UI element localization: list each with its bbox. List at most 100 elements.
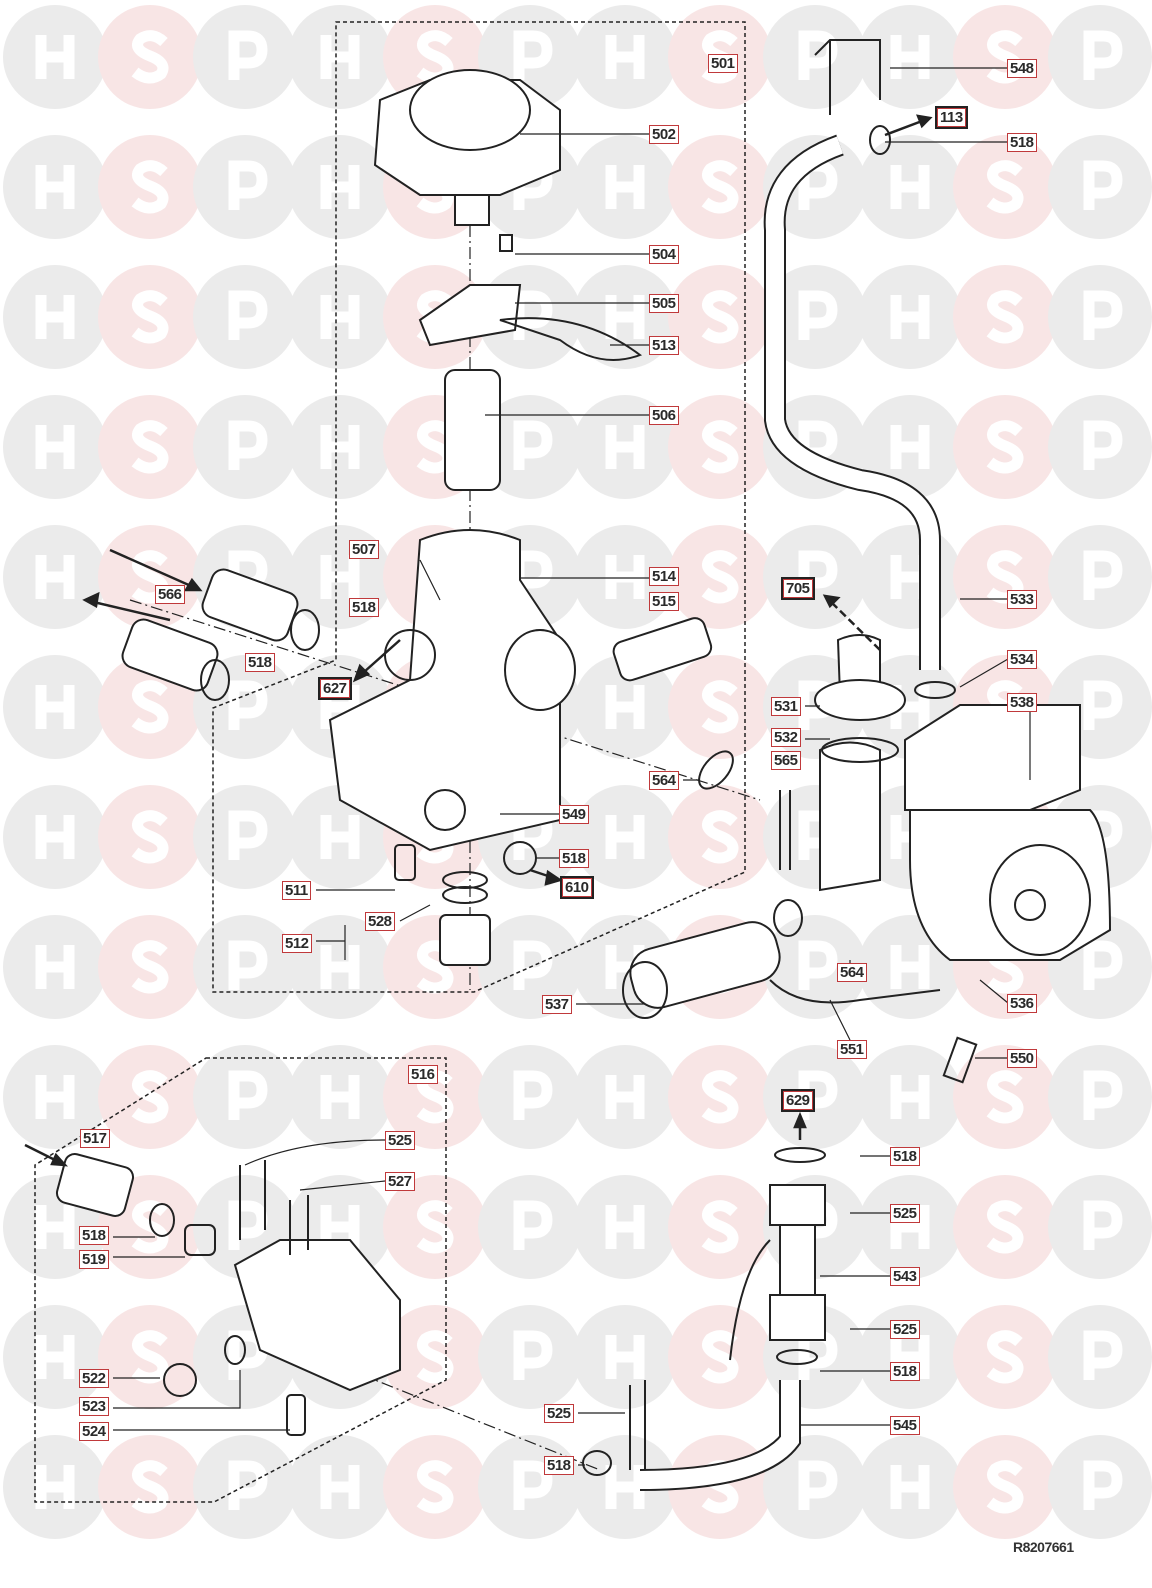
part-label[interactable]: 513: [649, 336, 679, 355]
part-label[interactable]: 548: [1007, 59, 1037, 78]
part-label[interactable]: 518: [890, 1362, 920, 1381]
part-label[interactable]: 528: [365, 912, 395, 931]
part-label[interactable]: 505: [649, 294, 679, 313]
watermark-letter-shape: [1083, 160, 1123, 210]
part-label[interactable]: 536: [1007, 994, 1037, 1013]
part-label[interactable]: 507: [349, 540, 379, 559]
part-label[interactable]: 518: [245, 653, 275, 672]
part-label[interactable]: 514: [649, 567, 679, 586]
watermark-letter-shape: [986, 1460, 1024, 1514]
part-label[interactable]: 532: [771, 728, 801, 747]
watermark-circle: [193, 265, 297, 369]
watermark-circle: [1048, 1305, 1152, 1409]
watermark-letter-shape: [701, 290, 739, 344]
part-label[interactable]: 524: [79, 1422, 109, 1441]
part-label[interactable]: 525: [890, 1204, 920, 1223]
watermark-letter-shape: [701, 550, 739, 604]
watermark-letter-shape: [228, 30, 268, 80]
watermark-letter-shape: [35, 165, 75, 209]
watermark-circle: [1048, 395, 1152, 499]
watermark-circle: [1048, 1045, 1152, 1149]
part-label[interactable]: 502: [649, 125, 679, 144]
leader-lines: [113, 67, 1031, 1466]
part-label[interactable]: 519: [79, 1250, 109, 1269]
watermark-letter-shape: [1083, 1460, 1123, 1510]
part-label[interactable]: 518: [544, 1456, 574, 1475]
watermark-letter-shape: [131, 160, 169, 214]
part-label[interactable]: 518: [349, 598, 379, 617]
part-label[interactable]: 518: [1007, 133, 1037, 152]
part-label[interactable]: 549: [559, 805, 589, 824]
part-label[interactable]: 506: [649, 406, 679, 425]
watermark-letter-shape: [131, 810, 169, 864]
part-label[interactable]: 537: [542, 995, 572, 1014]
watermark-letter-shape: [605, 1465, 645, 1509]
ref-113[interactable]: 113: [935, 106, 968, 129]
group-label-501[interactable]: 501: [708, 54, 738, 73]
part-label[interactable]: 504: [649, 245, 679, 264]
watermark-letter-shape: [228, 420, 268, 470]
watermark-letter-shape: [986, 290, 1024, 344]
part-label[interactable]: 518: [559, 849, 589, 868]
part-label[interactable]: 518: [79, 1226, 109, 1245]
part-label[interactable]: 512: [282, 934, 312, 953]
watermark-letter-shape: [605, 425, 645, 469]
watermark-letter-shape: [605, 1335, 645, 1379]
ref-627[interactable]: 627: [318, 677, 352, 700]
watermark-letter-shape: [890, 165, 930, 209]
part-label[interactable]: 566: [155, 585, 185, 604]
part-label[interactable]: 531: [771, 697, 801, 716]
part-label[interactable]: 534: [1007, 650, 1037, 669]
part-label[interactable]: 517: [80, 1129, 110, 1148]
ref-705[interactable]: 705: [781, 577, 815, 600]
watermark-letter-shape: [890, 35, 930, 79]
part-label[interactable]: 527: [385, 1172, 415, 1191]
watermark-letter-shape: [798, 1070, 838, 1120]
part-label[interactable]: 525: [544, 1404, 574, 1423]
watermark-letter-shape: [228, 1070, 268, 1120]
watermark-circle: [193, 135, 297, 239]
watermark-letter-shape: [605, 165, 645, 209]
part-label[interactable]: 511: [282, 881, 311, 900]
watermark-circle: [763, 5, 867, 109]
watermark-letter-shape: [1083, 30, 1123, 80]
part-label[interactable]: 564: [649, 771, 679, 790]
watermark-letter-shape: [798, 30, 838, 80]
part-label[interactable]: 551: [837, 1040, 867, 1059]
part-label[interactable]: 525: [385, 1131, 415, 1150]
part-label[interactable]: 523: [79, 1397, 109, 1416]
watermark-letter-shape: [986, 1070, 1024, 1124]
part-label[interactable]: 518: [890, 1147, 920, 1166]
part-label[interactable]: 538: [1007, 693, 1037, 712]
part-label[interactable]: 525: [890, 1320, 920, 1339]
watermark-letter-shape: [890, 425, 930, 469]
watermark-letter-shape: [35, 1075, 75, 1119]
watermark-letter-shape: [416, 420, 454, 474]
part-label[interactable]: 522: [79, 1369, 109, 1388]
watermark-letter-shape: [513, 420, 553, 470]
part-label[interactable]: 543: [890, 1267, 920, 1286]
watermark-letter-shape: [701, 680, 739, 734]
watermark-letter-shape: [320, 555, 360, 599]
part-label[interactable]: 550: [1007, 1049, 1037, 1068]
watermark-letter-shape: [605, 1075, 645, 1119]
part-label[interactable]: 545: [890, 1416, 920, 1435]
watermark-letter-shape: [131, 1460, 169, 1514]
group-label-516[interactable]: 516: [408, 1065, 438, 1084]
watermark-circle: [478, 395, 582, 499]
ref-610[interactable]: 610: [560, 876, 594, 899]
watermark-circle: [1048, 5, 1152, 109]
watermark-letter-shape: [35, 35, 75, 79]
part-label[interactable]: 564: [837, 963, 867, 982]
watermark-letter-shape: [131, 420, 169, 474]
part-label[interactable]: 565: [771, 751, 801, 770]
watermark-letter-shape: [1083, 1330, 1123, 1380]
watermark-letter-shape: [701, 420, 739, 474]
ref-629[interactable]: 629: [781, 1089, 815, 1112]
part-label[interactable]: 533: [1007, 590, 1037, 609]
part-label[interactable]: 515: [649, 592, 679, 611]
watermark-letter-shape: [701, 810, 739, 864]
watermark-circle: [1048, 1175, 1152, 1279]
watermark-letter-shape: [228, 810, 268, 860]
watermark-letter-shape: [1083, 810, 1123, 860]
